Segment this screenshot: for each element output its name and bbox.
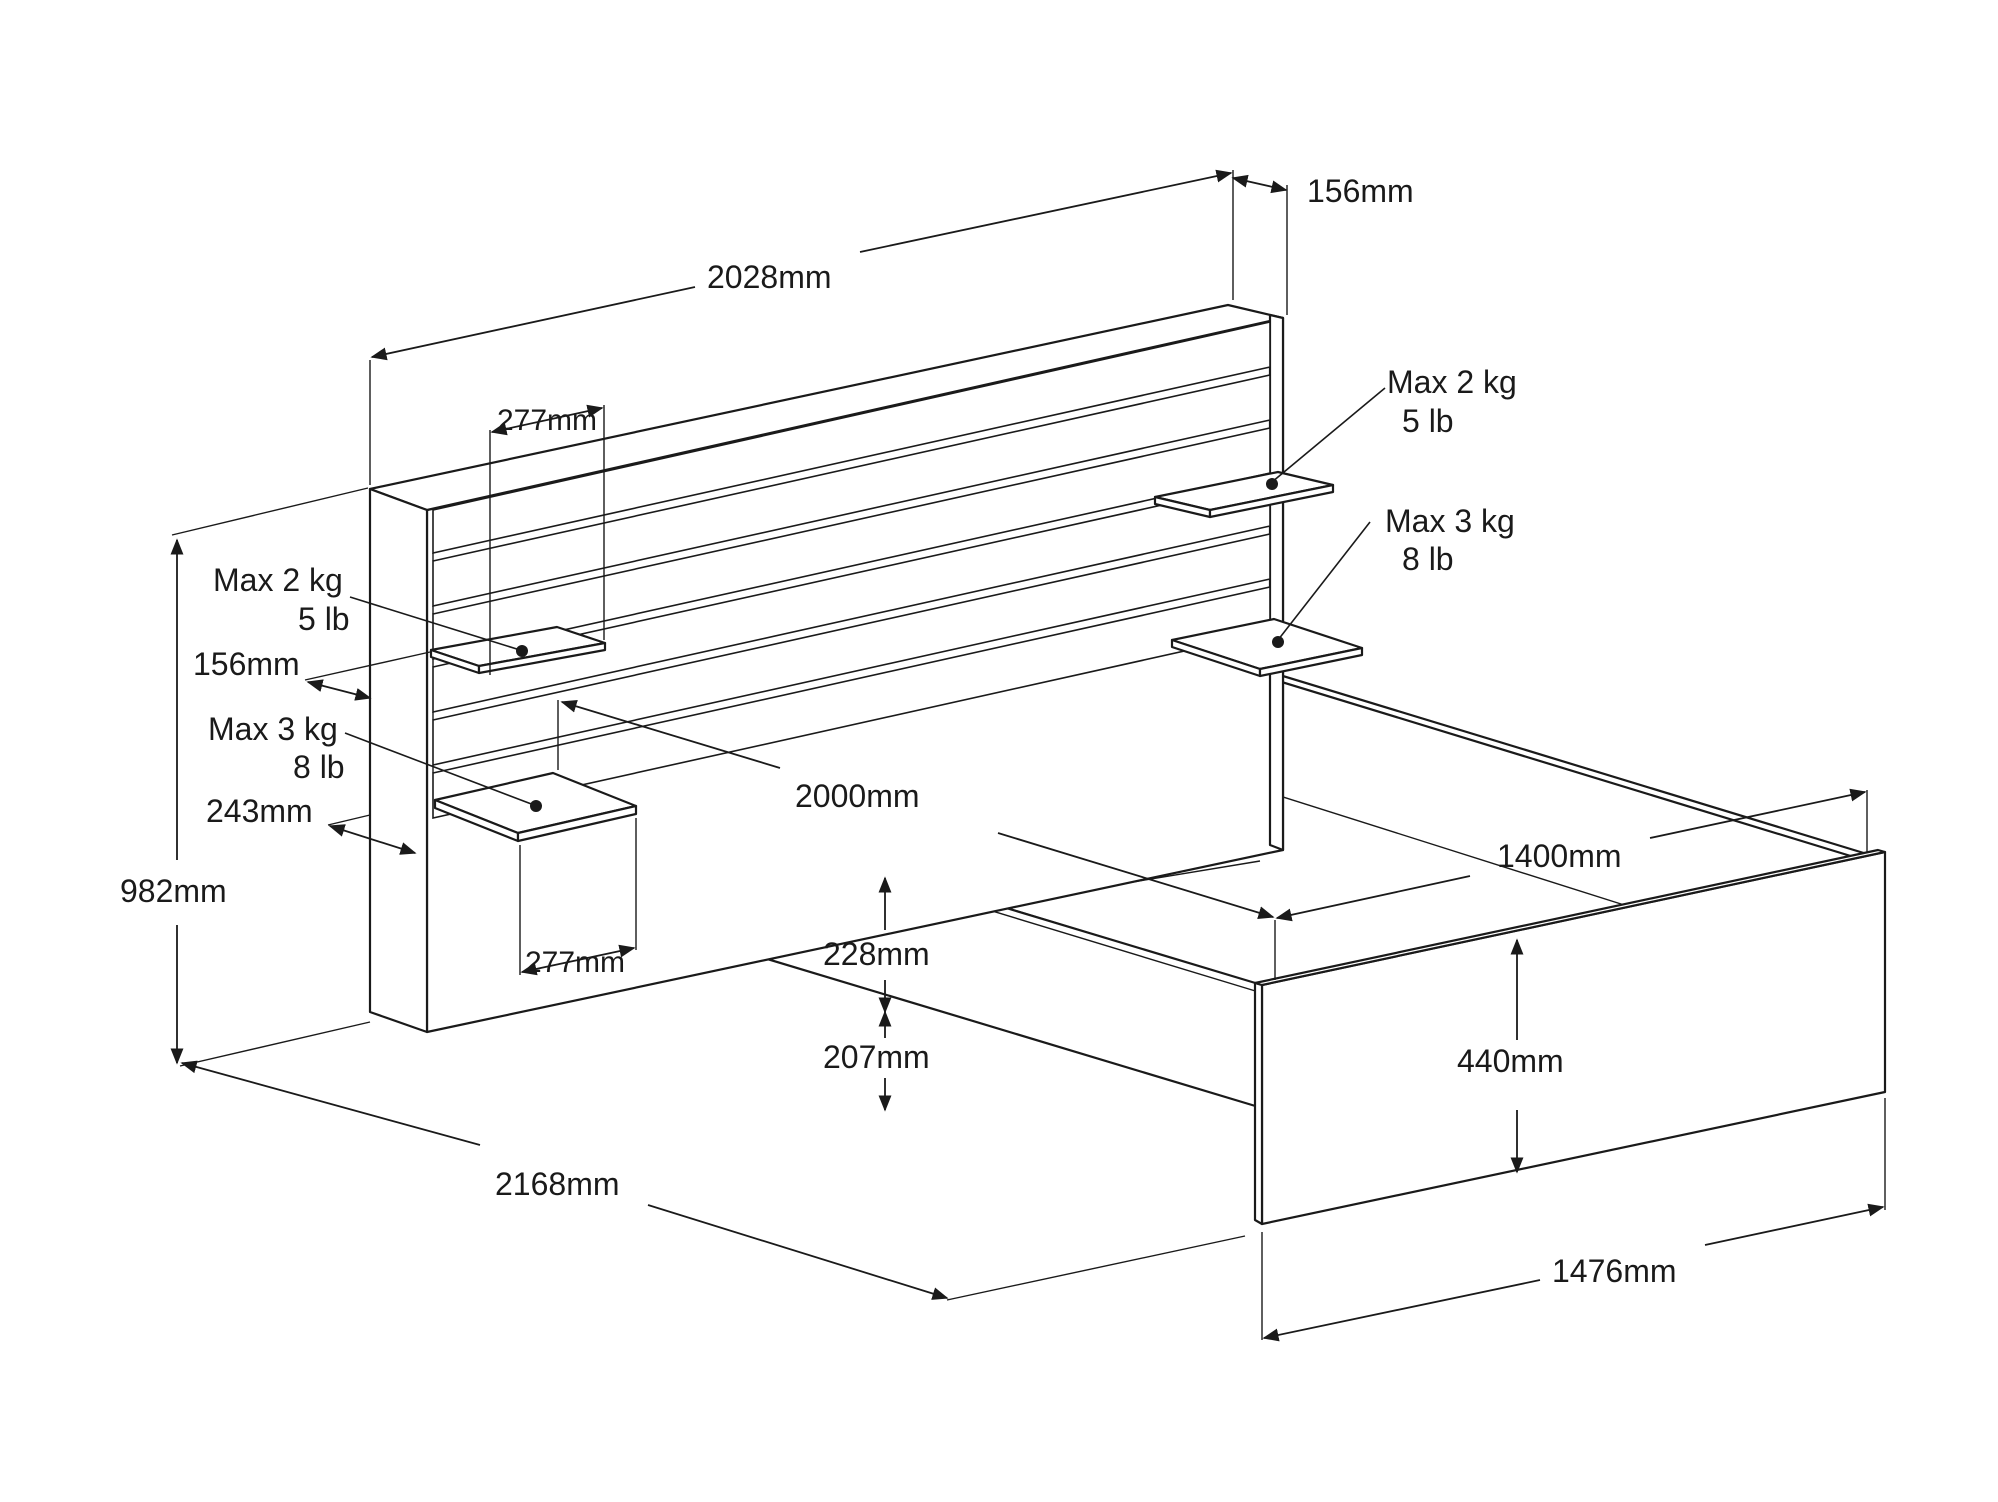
upper-shelf-right bbox=[1153, 470, 1335, 519]
label-total-height: 982mm bbox=[120, 873, 227, 909]
bed-drawing bbox=[368, 303, 1887, 1226]
dimension-labels: 156mm 2028mm Max 2 kg 5 lb Max 3 kg 8 lb… bbox=[120, 173, 1677, 1289]
label-lower-left-shelf-lb: 8 lb bbox=[293, 749, 345, 785]
label-headboard-depth-top: 156mm bbox=[1307, 173, 1414, 209]
label-lower-right-shelf-kg: Max 3 kg bbox=[1385, 503, 1515, 539]
label-total-length: 2168mm bbox=[495, 1166, 620, 1202]
headboard-slats bbox=[432, 321, 1271, 845]
leader-lines bbox=[344, 387, 1386, 812]
label-upper-shelf-depth: 156mm bbox=[193, 646, 300, 682]
lower-shelf-right bbox=[1170, 617, 1364, 678]
label-lower-shelf-depth: 243mm bbox=[206, 793, 313, 829]
upper-shelf-left bbox=[429, 625, 607, 675]
label-total-width: 1476mm bbox=[1552, 1253, 1677, 1289]
dimension-lines bbox=[170, 169, 1886, 1342]
label-headboard-width: 2028mm bbox=[707, 259, 832, 295]
label-clearance-height: 207mm bbox=[823, 1039, 930, 1075]
label-upper-left-shelf-lb: 5 lb bbox=[298, 601, 350, 637]
label-upper-right-shelf-lb: 5 lb bbox=[1402, 403, 1454, 439]
label-footboard-height: 440mm bbox=[1457, 1043, 1564, 1079]
label-upper-shelf-width: 277mm bbox=[497, 404, 597, 437]
label-upper-right-shelf-kg: Max 2 kg bbox=[1387, 364, 1517, 400]
label-mattress-length: 2000mm bbox=[795, 778, 920, 814]
label-lower-right-shelf-lb: 8 lb bbox=[1402, 541, 1454, 577]
label-lower-left-shelf-kg: Max 3 kg bbox=[208, 711, 338, 747]
label-lower-shelf-width: 277mm bbox=[525, 946, 625, 979]
label-frame-height: 228mm bbox=[823, 936, 930, 972]
label-mattress-width: 1400mm bbox=[1497, 838, 1622, 874]
footboard bbox=[1253, 848, 1887, 1226]
label-upper-left-shelf-kg: Max 2 kg bbox=[213, 562, 343, 598]
